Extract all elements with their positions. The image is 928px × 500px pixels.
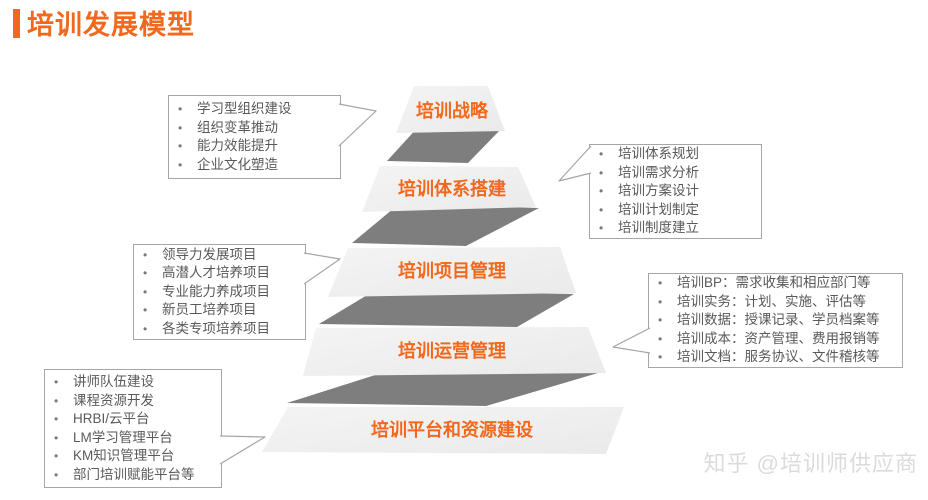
callout-item-text: 培训数据：授课记录、学员档案等 [677,312,880,328]
list-item: 高潜人才培养项目 [134,264,305,283]
pyramid-connector-2 [352,204,539,246]
callout-item-text: 培训文档：服务协议、文件稽核等 [677,349,880,365]
bullet-icon [143,264,162,283]
list-item: 培训需求分析 [590,164,761,183]
list-item: 培训体系规划 [590,145,761,164]
callout-item-text: 培训制度建立 [618,220,699,236]
bullet-icon [178,137,197,156]
pyramid-level-4-shape [303,327,606,376]
list-item: 培训计划制定 [590,201,761,220]
bullet-icon [54,373,73,392]
list-item: 培训文档：服务协议、文件稽核等 [649,348,902,367]
callout-item-text: 培训计划制定 [618,201,699,217]
callout-training-system: 培训体系规划 培训需求分析 培训方案设计 培训计划制定 培训制度建立 [589,144,762,239]
callout-item-text: 专业能力养成项目 [162,283,270,299]
pyramid-level-3-label: 培训项目管理 [398,261,506,281]
callout-item-text: 新员工培养项目 [162,302,257,318]
callout-item-text: 培训体系规划 [618,146,699,162]
bullet-icon [178,100,197,119]
bullet-icon [178,156,197,175]
bullet-icon [178,119,197,138]
pyramid-connector-4 [287,370,598,406]
callout-item-text: 高潜人才培养项目 [162,265,270,281]
list-item: 学习型组织建设 [169,100,340,119]
bullet-icon [658,311,677,330]
callout-item-text: 培训实务：计划、实施、评估等 [677,293,866,309]
pyramid-level-4-label: 培训运营管理 [398,341,506,361]
bullet-icon [54,466,73,485]
page-title: 培训发展模型 [27,10,195,40]
bullet-icon [599,164,618,183]
bullet-icon [54,392,73,411]
callout-item-text: 学习型组织建设 [197,101,292,116]
bullet-icon [599,201,618,220]
bullet-icon [658,348,677,367]
callout-training-platforms: 讲师队伍建设 课程资源开发 HRBI/云平台 LM学习管理平台 KM知识管理平台… [44,369,222,488]
callout-item-text: 讲师队伍建设 [73,374,154,389]
list-item: 能力效能提升 [169,137,340,156]
pyramid-level-1-label: 培训战略 [416,101,488,121]
pyramid-level-1-shape [396,86,505,133]
list-item: KM知识管理平台 [45,447,221,466]
pyramid-connector-3 [319,291,574,327]
callout-item-text: 培训BP：需求收集和相应部门等 [677,275,871,291]
list-item: 培训方案设计 [590,182,761,201]
callout-item-text: HRBI/云平台 [73,411,150,426]
callout-item-text: 课程资源开发 [73,392,154,408]
list-item: 领导力发展项目 [134,246,305,265]
list-item: 部门培训赋能平台等 [45,466,221,485]
list-item: 培训数据：授课记录、学员档案等 [649,311,902,330]
list-item: 培训BP：需求收集和相应部门等 [649,274,902,293]
pyramid-level-3-shape [328,247,576,297]
bullet-icon [54,429,73,448]
list-item: 讲师队伍建设 [45,373,221,392]
list-item: 企业文化塑造 [169,156,340,175]
callout-item-text: LM学习管理平台 [73,429,173,445]
bullet-icon [599,145,618,164]
list-item: 培训实务：计划、实施、评估等 [649,293,902,312]
callout-item-text: 领导力发展项目 [162,246,257,262]
list-item: 培训制度建立 [590,219,761,238]
bullet-icon [143,246,162,265]
bullet-icon [599,182,618,201]
pyramid-level-2-label: 培训体系搭建 [398,179,506,199]
list-item: 培训成本：资产管理、费用报销等 [649,330,902,349]
list-item: 课程资源开发 [45,392,221,411]
callout-training-operations: 培训BP：需求收集和相应部门等 培训实务：计划、实施、评估等 培训数据：授课记录… [648,273,903,368]
callout-item-text: 培训成本：资产管理、费用报销等 [677,330,880,346]
bullet-icon [658,293,677,312]
bullet-icon [599,219,618,238]
callout-training-projects: 领导力发展项目 高潜人才培养项目 专业能力养成项目 新员工培养项目 各类专项培养… [133,244,306,340]
bullet-icon [143,301,162,320]
pyramid-connector-1 [387,126,503,163]
callout-training-strategy: 学习型组织建设 组织变革推动 能力效能提升 企业文化塑造 [168,95,341,179]
pyramid-level-5-shape [262,407,624,454]
pyramid-level-2-shape [362,166,536,212]
bullet-icon [54,447,73,466]
list-item: 新员工培养项目 [134,301,305,320]
bullet-icon [143,283,162,302]
title-accent-bar [13,9,20,38]
pyramid-level-5-label: 培训平台和资源建设 [371,420,533,440]
callout-item-text: 部门培训赋能平台等 [73,466,195,482]
bullet-icon [658,330,677,349]
callout-item-text: 能力效能提升 [197,138,278,153]
watermark-zhihu: 知乎 @培训师供应商 [703,451,918,476]
callout-item-text: 各类专项培养项目 [162,320,270,336]
callout-item-text: 培训需求分析 [618,164,699,180]
callout-item-text: KM知识管理平台 [73,448,175,463]
list-item: 专业能力养成项目 [134,283,305,302]
list-item: LM学习管理平台 [45,429,221,448]
bullet-icon [143,320,162,339]
callout-item-text: 组织变革推动 [197,119,278,135]
callout-item-text: 培训方案设计 [618,183,699,199]
bullet-icon [54,410,73,429]
callout-item-text: 企业文化塑造 [197,156,278,172]
list-item: 组织变革推动 [169,119,340,138]
bullet-icon [658,274,677,293]
list-item: HRBI/云平台 [45,410,221,429]
list-item: 各类专项培养项目 [134,320,305,339]
